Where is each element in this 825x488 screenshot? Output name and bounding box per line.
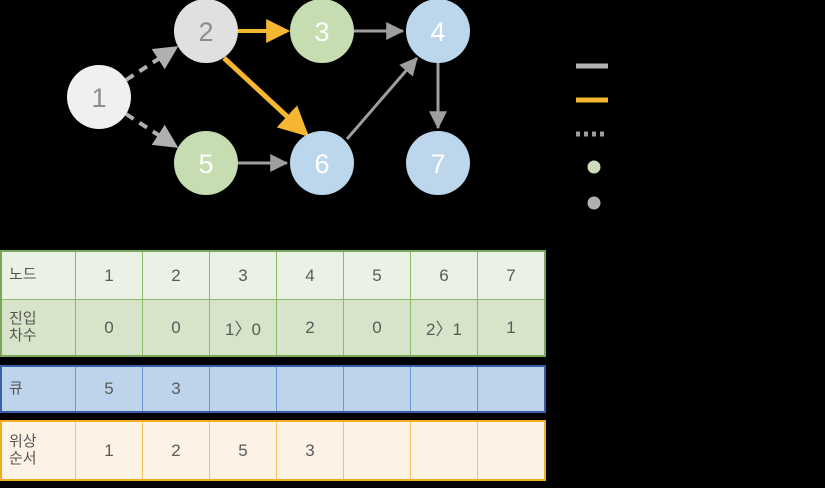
- table-row-node: 노드 1 2 3 4 5 6 7: [0, 250, 546, 300]
- node-cell: 6: [410, 250, 478, 300]
- legend-svg: [576, 63, 608, 210]
- graph-node-5[interactable]: 5: [174, 131, 238, 195]
- edge-1-to-5: [124, 112, 179, 149]
- node-circle: [290, 0, 354, 63]
- degree-cell: 2〉1: [410, 299, 478, 357]
- queue-table: 큐 5 3: [0, 365, 546, 413]
- node-circle: [174, 131, 238, 195]
- order-row-label: 위상 순서: [0, 420, 76, 481]
- table-row-queue: 큐 5 3: [0, 365, 546, 413]
- graph-panel: 1 2 3 4 5: [0, 0, 550, 240]
- queue-row-label: 큐: [0, 365, 76, 413]
- degree-cell: 0: [142, 299, 210, 357]
- edge-1-to-2: [124, 45, 179, 82]
- topological-order-table: 위상 순서 1 2 5 3: [0, 420, 546, 481]
- node-circle: [406, 131, 470, 195]
- node-circle: [290, 131, 354, 195]
- queue-cell: 3: [142, 365, 210, 413]
- node-cell: 5: [343, 250, 411, 300]
- degree-cell: 0: [343, 299, 411, 357]
- node-cell: 3: [209, 250, 277, 300]
- node-cell: 7: [477, 250, 546, 300]
- queue-cell: [410, 365, 478, 413]
- node-cell: 1: [75, 250, 143, 300]
- order-cell: [477, 420, 546, 481]
- graph-node-7[interactable]: 7: [406, 131, 470, 195]
- legend-gray-dot: [587, 196, 601, 210]
- queue-cell: 5: [75, 365, 143, 413]
- node-circle: [174, 0, 238, 63]
- node-row-label: 노드: [0, 250, 76, 300]
- in-degree-table: 노드 1 2 3 4 5 6 7 진입 차수 0 0 1〉0 2 0 2〉1: [0, 250, 546, 357]
- graph-node-4[interactable]: 4: [406, 0, 470, 63]
- edge-6-to-4: [345, 57, 419, 140]
- degree-cell: 2: [276, 299, 344, 357]
- node-circle: [67, 65, 131, 129]
- degree-cell: 1: [477, 299, 546, 357]
- order-cell: 2: [142, 420, 210, 481]
- order-cell: [410, 420, 478, 481]
- degree-cell: 1〉0: [209, 299, 277, 357]
- queue-cell: [343, 365, 411, 413]
- degree-cell: 0: [75, 299, 143, 357]
- graph-edges: [124, 19, 447, 172]
- degree-row-label: 진입 차수: [0, 299, 76, 357]
- order-cell: 3: [276, 420, 344, 481]
- order-cell: 5: [209, 420, 277, 481]
- order-row-label-line2: 순서: [9, 449, 37, 467]
- graph-node-3[interactable]: 3: [290, 0, 354, 63]
- queue-cell: [276, 365, 344, 413]
- edge-2-to-6: [222, 56, 309, 137]
- degree-row-label-line1: 진입: [9, 309, 37, 327]
- graph-node-1[interactable]: 1: [67, 65, 131, 129]
- node-cell: 2: [142, 250, 210, 300]
- degree-row-label-line2: 차수: [9, 326, 37, 344]
- queue-cell: [209, 365, 277, 413]
- table-row-degree: 진입 차수 0 0 1〉0 2 0 2〉1 1: [0, 299, 546, 357]
- legend-panel: [550, 40, 680, 230]
- order-row-label-line1: 위상: [9, 432, 37, 450]
- order-cell: 1: [75, 420, 143, 481]
- node-circle: [406, 0, 470, 63]
- legend-green-dot: [587, 160, 601, 174]
- table-row-order: 위상 순서 1 2 5 3: [0, 420, 546, 481]
- graph-node-2[interactable]: 2: [174, 0, 238, 63]
- queue-cell: [477, 365, 546, 413]
- node-cell: 4: [276, 250, 344, 300]
- graph-svg: 1 2 3 4 5: [67, 0, 470, 195]
- order-cell: [343, 420, 411, 481]
- graph-node-6[interactable]: 6: [290, 131, 354, 195]
